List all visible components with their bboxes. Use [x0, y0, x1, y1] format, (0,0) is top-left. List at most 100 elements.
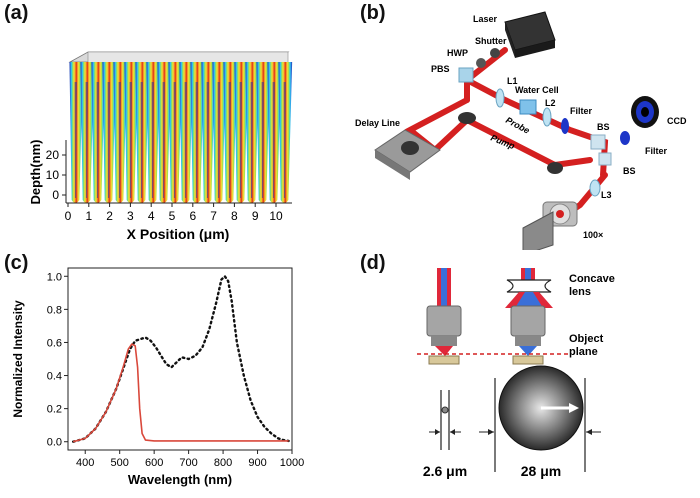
- stripe-shade: [206, 82, 209, 198]
- stripe-shade: [85, 82, 88, 198]
- laser-box: [504, 11, 556, 58]
- stripe-shade: [107, 82, 110, 198]
- stripe-shade: [129, 82, 132, 198]
- y-tick-label: 10: [46, 168, 60, 182]
- stripe-shade: [283, 82, 286, 198]
- series-line-dotted: [71, 275, 290, 443]
- right-objective-assembly: [505, 268, 553, 365]
- x-tick-label: 8: [231, 209, 238, 223]
- stripe-shade: [151, 82, 154, 198]
- x-tick-label: 1000: [280, 457, 304, 469]
- mirror-2: [547, 162, 563, 174]
- x-tick-label: 5: [169, 209, 176, 223]
- stripe-shade: [140, 82, 143, 198]
- stripe-shade: [118, 82, 121, 198]
- y-axis-label: Normalized Intensity: [11, 300, 25, 418]
- stripe-shade: [96, 82, 99, 198]
- probe-label: Probe: [504, 115, 531, 136]
- plot-frame: [67, 267, 293, 451]
- mirror-1: [458, 112, 476, 124]
- stripe-shade: [173, 82, 176, 198]
- shutter-icon: [490, 48, 500, 58]
- x-axis-label: Wavelength (nm): [128, 472, 232, 487]
- x-tick-label: 10: [269, 209, 283, 223]
- x-axis-label: X Position (μm): [127, 226, 230, 242]
- y-axis-label: Depth(nm): [28, 140, 43, 205]
- panel-a-label: (a): [4, 2, 29, 24]
- x-tick-label: 1: [85, 209, 92, 223]
- l1-label: L1: [507, 76, 518, 86]
- stripe-group: [69, 62, 293, 203]
- size-small-label: 2.6 μm: [423, 463, 467, 479]
- y-tick-label: 0.4: [47, 371, 62, 383]
- stripe-shade: [217, 82, 220, 198]
- x-tick-label: 3: [127, 209, 134, 223]
- x-tick-label: 4: [148, 209, 155, 223]
- water-cell-label: Water Cell: [515, 85, 559, 95]
- panel-b-setup-schematic: Laser Shutter HWP PBS L1 Water Cell L2 F…: [355, 11, 687, 250]
- filter1-label: Filter: [570, 106, 593, 116]
- stripe-shade: [195, 82, 198, 198]
- stripe-shade: [250, 82, 253, 198]
- bs2-label: BS: [623, 166, 636, 176]
- pbs-cube: [458, 67, 474, 83]
- stripe-shade: [272, 82, 275, 198]
- x-tick-label: 500: [111, 457, 129, 469]
- y-tick-label: 1.0: [47, 271, 62, 283]
- size-large-label: 28 μm: [521, 463, 561, 479]
- x-tick-label: 600: [145, 457, 163, 469]
- x-tick-label: 400: [76, 457, 94, 469]
- large-spot-diagram: [479, 365, 601, 472]
- shutter-label: Shutter: [475, 36, 507, 46]
- bs1-cube: [590, 134, 606, 150]
- y-tick-label: 0.0: [47, 437, 62, 449]
- x-tick-label: 0: [65, 209, 72, 223]
- ccd-label: CCD: [667, 116, 687, 126]
- x-tick-label: 6: [189, 209, 196, 223]
- ccd-camera: [631, 96, 659, 128]
- panel-d-label: (d): [360, 252, 386, 274]
- y-tick-label: 20: [46, 148, 60, 162]
- stripe-shade: [228, 82, 231, 198]
- filter1-icon: [561, 118, 569, 134]
- delay-line-label: Delay Line: [355, 118, 400, 128]
- sample-plate: [522, 211, 554, 250]
- stripe-shade: [162, 82, 165, 198]
- x-tick-label: 7: [210, 209, 217, 223]
- x-tick-label: 700: [179, 457, 197, 469]
- l2-lens: [542, 107, 552, 127]
- panel-c-label: (c): [4, 252, 29, 274]
- pbs-label: PBS: [431, 64, 450, 74]
- laser-label: Laser: [473, 14, 498, 24]
- x-tick-label: 9: [252, 209, 259, 223]
- y-tick-label: 0: [52, 188, 59, 202]
- beam-paths: [404, 47, 609, 218]
- y-tick-label: 0.2: [47, 404, 62, 416]
- concave-lens-icon: [506, 279, 552, 293]
- x-tick-label: 800: [214, 457, 232, 469]
- x-tick-label: 2: [106, 209, 113, 223]
- stripe-shade: [239, 82, 242, 198]
- l2-label: L2: [545, 98, 556, 108]
- bs2-cube: [598, 152, 612, 166]
- y-tick-label: 0.6: [47, 337, 62, 349]
- stripe-shade: [74, 82, 77, 198]
- l3-lens: [589, 179, 601, 197]
- water-cell: [519, 99, 537, 115]
- left-objective-assembly: [426, 268, 462, 365]
- small-spot-diagram: [429, 390, 461, 450]
- delay-line-stage: [374, 129, 441, 180]
- stripe-shade: [261, 82, 264, 198]
- hwp-label: HWP: [447, 48, 468, 58]
- hwp-icon: [476, 58, 486, 68]
- x-tick-label: 900: [248, 457, 266, 469]
- panel-b-label: (b): [360, 2, 386, 24]
- l3-label: L3: [601, 190, 612, 200]
- objective-label: 100×: [583, 230, 603, 240]
